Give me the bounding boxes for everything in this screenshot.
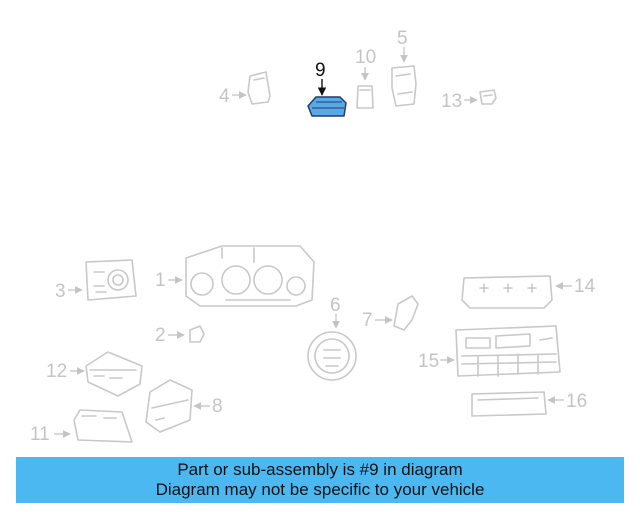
callout-6: 6 [330,295,341,316]
callout-7: 7 [362,310,373,331]
callout-2: 2 [155,325,166,346]
part-4[interactable]: 4 [219,71,271,107]
part-9-highlighted[interactable]: 9 [307,60,347,117]
banner-line-2: Diagram may not be specific to your vehi… [155,480,485,499]
callout-14: 14 [574,276,596,297]
callout-10: 10 [355,47,376,68]
part-12[interactable]: 12 [46,351,143,397]
callout-1: 1 [155,270,166,291]
part-7[interactable]: 7 [362,295,419,331]
info-banner: Part or sub-assembly is #9 in diagram Di… [16,457,624,503]
part-11[interactable]: 11 [30,409,133,445]
callout-3: 3 [55,281,66,302]
callout-11: 11 [30,424,50,445]
part-10[interactable]: 10 [355,47,376,109]
part-2[interactable]: 2 [155,325,205,346]
part-1[interactable]: 1 [155,245,315,307]
callout-5: 5 [397,28,408,49]
callout-4: 4 [219,86,230,107]
callout-8: 8 [212,396,223,417]
part-3[interactable]: 3 [55,259,137,302]
callout-9: 9 [315,60,326,81]
callout-12: 12 [46,361,67,382]
part-8[interactable]: 8 [145,379,223,433]
banner-line-1: Part or sub-assembly is #9 in diagram [177,460,463,479]
part-16[interactable]: 16 [471,391,587,417]
part-6[interactable]: 6 [307,295,357,381]
callout-15: 15 [418,351,439,372]
callout-16: 16 [566,391,587,412]
part-14[interactable]: 14 [461,275,596,309]
part-5[interactable]: 5 [391,28,417,107]
part-15[interactable]: 15 [418,325,561,377]
callout-13: 13 [441,91,462,112]
part-13[interactable]: 13 [441,89,497,112]
